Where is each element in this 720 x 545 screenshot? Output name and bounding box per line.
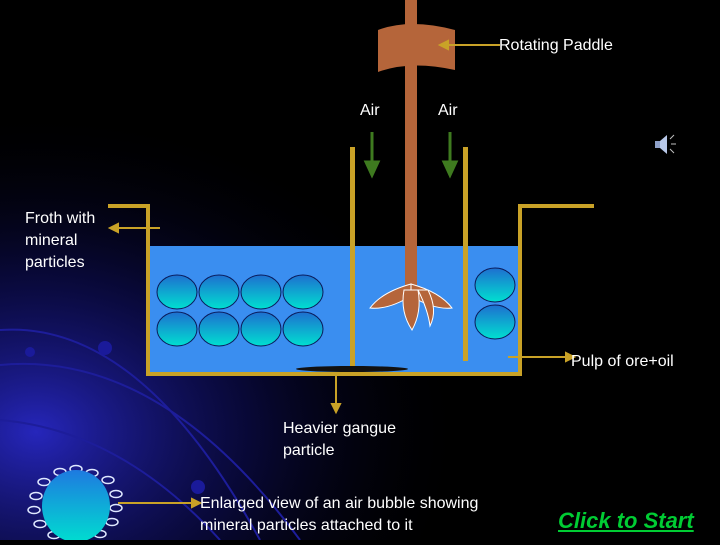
click-to-start-link[interactable]: Click to Start bbox=[558, 508, 694, 533]
rotating-paddle bbox=[369, 0, 455, 331]
froth-bubbles bbox=[156, 267, 516, 347]
air-label-left: Air bbox=[360, 102, 380, 119]
bg-dot bbox=[25, 347, 35, 357]
rotating-paddle-label: Rotating Paddle bbox=[499, 37, 613, 54]
froth-label: Froth with mineral particles bbox=[25, 210, 96, 271]
background-arcs bbox=[0, 328, 301, 541]
tank-water bbox=[150, 246, 518, 372]
gangue-label: Heavier gangue particle bbox=[283, 420, 396, 459]
tank-walls bbox=[108, 204, 594, 376]
gangue-particle bbox=[296, 366, 408, 372]
enlarged-air-bubble bbox=[27, 464, 123, 542]
bg-dot bbox=[98, 341, 112, 355]
air-pipe-left bbox=[350, 147, 355, 372]
air-pipe-right bbox=[463, 147, 468, 361]
bubble-view-label: Enlarged view of an air bubble showing m… bbox=[200, 495, 479, 534]
speaker-icon[interactable] bbox=[655, 134, 676, 154]
pulp-label: Pulp of ore+oil bbox=[571, 353, 674, 370]
pointer-arrows bbox=[107, 39, 577, 509]
bg-dot bbox=[191, 480, 205, 494]
air-label-right: Air bbox=[438, 102, 458, 119]
air-arrows bbox=[363, 132, 459, 179]
